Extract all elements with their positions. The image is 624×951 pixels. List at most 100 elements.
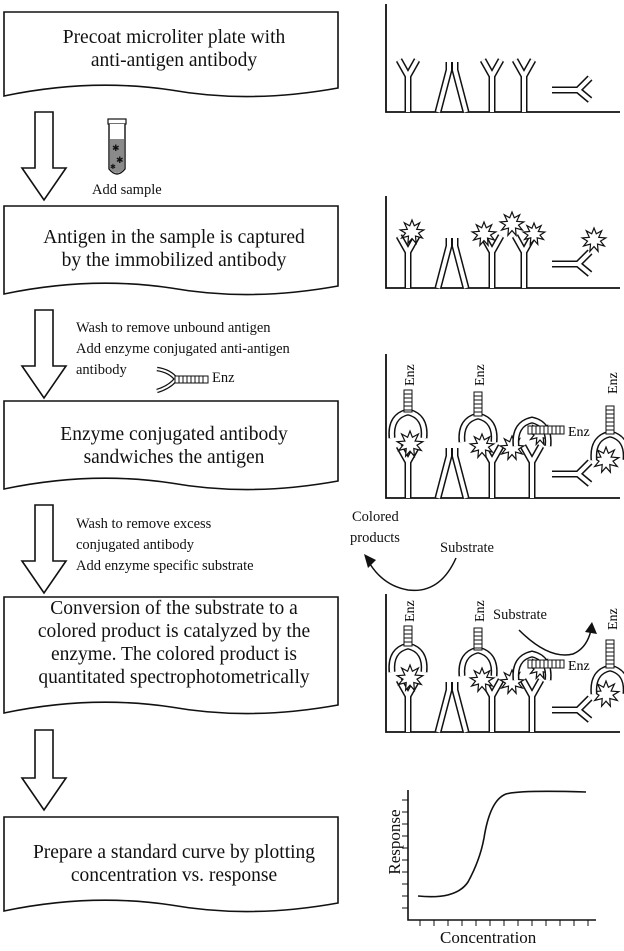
svg-text:✱: ✱ (110, 163, 116, 171)
curve-x-axis-label: Concentration (440, 928, 537, 947)
step-5-box: Prepare a standard curve by plotting con… (0, 813, 344, 923)
enzyme-chain-horizontal (527, 425, 565, 435)
enz-label: Enz (403, 600, 418, 622)
step-4-box: Conversion of the substrate to a colored… (0, 593, 344, 723)
step-2-line-1: Antigen in the sample is captured (43, 227, 305, 248)
enz-label: Enz (473, 600, 488, 622)
wash-step-1-line-3: antibody (76, 362, 127, 378)
step-3-line-2: sandwiches the antigen (83, 447, 265, 468)
antigen-icon (591, 445, 621, 474)
colored-products-label-2: products (350, 530, 400, 546)
enzyme-chain (473, 627, 483, 651)
step-2-line-2: by the immobilized antibody (61, 250, 287, 271)
well-frame (385, 594, 620, 733)
down-arrow-3-icon (20, 504, 68, 595)
antibody-icon (395, 58, 421, 112)
svg-text:✱: ✱ (116, 155, 124, 165)
antibody-icon (519, 678, 545, 732)
enzyme-chain (473, 391, 483, 417)
step-4-line-1: Conversion of the substrate to a (50, 598, 298, 619)
wash-step-1-line-1: Wash to remove unbound antigen (76, 320, 271, 336)
antigen-icon (498, 210, 526, 238)
antibody-icon (552, 695, 593, 723)
antibody-icon (511, 58, 537, 112)
plate-well-2 (385, 196, 620, 289)
antibody-icon (434, 62, 470, 113)
enzyme-chain (403, 389, 413, 413)
enzyme-chain (403, 625, 413, 647)
sample-tube-icon: ✱✱✱ (107, 118, 127, 175)
antibody-icon (434, 682, 470, 733)
step-5-line-1: Prepare a standard curve by plotting (32, 842, 316, 863)
down-arrow-4-icon (20, 729, 68, 812)
antigen-icon (591, 679, 621, 708)
conjugate-antibody-icon (512, 416, 552, 447)
enz-label: Enz (403, 364, 418, 386)
curve-axes (407, 790, 596, 921)
plate-well-1 (385, 4, 620, 113)
well-frame (385, 4, 620, 113)
conjugate-antibody-icon (512, 650, 552, 681)
enz-label: Enz (606, 608, 621, 630)
step-1-line-1: Precoat microliter plate with (62, 27, 286, 48)
conjugated-antibody-icon (156, 366, 209, 394)
step-1-box: Precoat microliter plate with anti-antig… (0, 4, 344, 104)
down-arrow-1-icon (20, 111, 68, 202)
antigen-icon (580, 226, 608, 254)
standard-curve-chart (402, 790, 596, 926)
well-frame (385, 354, 620, 499)
well-frame (385, 196, 620, 289)
wash-step-2-line-1: Wash to remove excess (76, 516, 212, 532)
step-5-line-2: concentration vs. response (70, 865, 278, 886)
conjugate-antibody-icon (388, 408, 428, 439)
down-arrow-2-icon (20, 309, 68, 400)
svg-text:✱: ✱ (112, 143, 120, 153)
antibody-icon (479, 58, 505, 112)
antibody-icon (519, 444, 545, 498)
step-4-line-2: colored product is catalyzed by the (37, 621, 311, 642)
substrate-label-1: Substrate (440, 540, 494, 556)
sigmoid-curve (417, 790, 587, 898)
conjugate-antibody-icon (388, 642, 428, 673)
antigen-icon (468, 432, 496, 460)
antibody-icon (552, 459, 593, 487)
enzyme-chain-horizontal (527, 659, 565, 669)
step-1-line-2: anti-antigen antibody (90, 50, 258, 71)
enz-label-legend: Enz (212, 370, 235, 386)
antibody-icon (552, 75, 593, 103)
antibody-icon (434, 448, 470, 499)
antigen-icon (498, 668, 526, 696)
colored-products-label-1: Colored (352, 509, 399, 525)
wash-step-1-line-2: Add enzyme conjugated anti-antigen (76, 341, 290, 357)
antigen-icon (521, 221, 547, 247)
step-3-line-1: Enzyme conjugated antibody (60, 424, 288, 445)
enzyme-chain (605, 405, 615, 435)
step-2-box: Antigen in the sample is captured by the… (0, 202, 344, 302)
curve-y-axis-label: Response (385, 809, 404, 875)
substrate-curved-arrow-icon (364, 554, 457, 592)
substrate-label-2: Substrate (493, 607, 547, 623)
antibody-icon (479, 234, 505, 288)
wash-step-2-line-2: conjugated antibody (76, 537, 194, 553)
antigen-icon (395, 663, 425, 692)
enzyme-chain (605, 639, 615, 669)
antigen-icon (498, 434, 526, 462)
step-4-line-3: enzyme. The colored product is (50, 644, 298, 665)
step-4-line-4: quantitated spectrophotometrically (38, 667, 310, 688)
antibody-icon (552, 249, 593, 277)
antigen-icon (398, 218, 426, 246)
enz-label: Enz (568, 425, 590, 440)
antibody-icon (434, 238, 470, 289)
enz-label: Enz (473, 364, 488, 386)
substrate-arrow-2-icon (518, 622, 597, 656)
add-sample-label: Add sample (92, 182, 162, 198)
antigen-icon (468, 666, 496, 694)
enz-label: Enz (606, 372, 621, 394)
antigen-icon (470, 220, 498, 248)
enz-label: Enz (568, 659, 590, 674)
step-3-box: Enzyme conjugated antibody sandwiches th… (0, 397, 344, 497)
wash-step-2-line-3: Add enzyme specific substrate (76, 558, 254, 574)
antigen-icon (395, 429, 425, 458)
